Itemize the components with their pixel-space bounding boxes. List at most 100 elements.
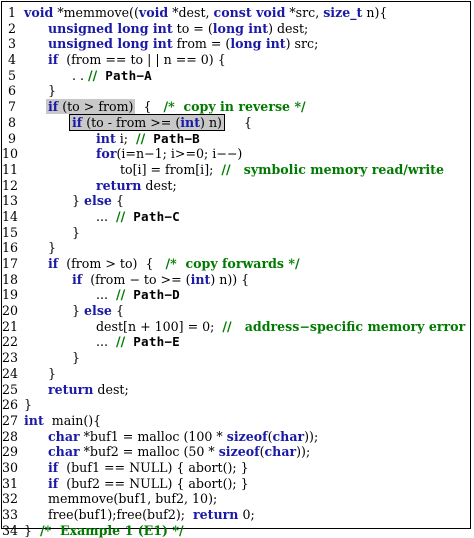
line-number: 18: [2, 271, 19, 287]
line-content: }: [72, 350, 80, 366]
code-text: . .: [72, 67, 89, 83]
keyword: for: [96, 146, 117, 162]
code-text: *memmove((: [53, 5, 139, 20]
code-text: dest;: [93, 381, 129, 397]
line-number: 34: [2, 522, 19, 538]
code-line: 19... // Path−D: [2, 287, 472, 303]
keyword: char: [48, 444, 80, 460]
line-number: 2: [7, 20, 16, 36]
keyword: if: [48, 459, 59, 475]
line-content: }: [48, 83, 56, 99]
line-number: 33: [2, 507, 19, 522]
line-content: if (buf1 == NULL) { abort(); }: [48, 460, 249, 476]
keyword: int: [190, 271, 211, 287]
code-text: (from − to >= (: [82, 271, 191, 287]
code-line: 23}: [2, 350, 472, 366]
code-text: from = (: [172, 36, 231, 52]
line-number: 23: [2, 350, 19, 366]
keyword: int: [96, 130, 116, 146]
line-content: }: [48, 240, 56, 256]
keyword: else: [84, 303, 112, 319]
code-text: }: [48, 83, 57, 99]
code-text: dest;: [141, 177, 177, 193]
keyword: return: [193, 507, 239, 522]
keyword: unsigned long int: [48, 20, 173, 36]
code-text: {: [135, 99, 164, 115]
code-text: main(){: [43, 412, 102, 428]
comment: /* copy forwards */: [165, 256, 300, 271]
code-text: to[i] = from[i];: [120, 161, 222, 177]
line-content: int i; // Path−B: [96, 131, 200, 147]
line-number: 13: [2, 193, 19, 209]
line-number: 1: [7, 5, 16, 20]
path-label: Path−B: [153, 130, 200, 146]
code-text: (to > from): [58, 99, 134, 115]
code-text: }: [48, 240, 57, 256]
code-line: 14... // Path−C: [2, 209, 472, 225]
code-text: to = (: [172, 20, 213, 36]
line-number: 25: [2, 381, 19, 397]
code-text: (buf2 == NULL) { abort(); }: [58, 475, 249, 491]
code-text: ...: [96, 208, 117, 224]
code-text: ...: [96, 287, 117, 303]
code-text: {: [223, 114, 253, 130]
code-line: 34} /* Example 1 (E1) */: [2, 523, 472, 538]
code-text: {: [111, 303, 124, 319]
line-number: 17: [2, 256, 19, 271]
code-text: (buf1 == NULL) { abort(); }: [58, 459, 249, 475]
line-content: dest[n + 100] = 0; // address−specific m…: [96, 319, 465, 335]
keyword: long int: [230, 36, 286, 52]
line-number: 15: [2, 224, 19, 240]
line-content: if (from − to >= (int) n)) {: [72, 272, 249, 288]
code-line: 15}: [2, 225, 472, 241]
code-text: }: [72, 303, 85, 319]
code-text: }: [24, 522, 41, 538]
keyword: if: [48, 99, 59, 115]
code-line: 20} else {: [2, 303, 472, 319]
code-line: 16}: [2, 240, 472, 256]
line-number: 16: [2, 240, 19, 256]
keyword: unsigned long int: [48, 36, 173, 52]
keyword: int: [24, 412, 44, 428]
line-content: return dest;: [48, 382, 129, 398]
code-text: }: [72, 224, 81, 240]
code-text: n){: [362, 5, 388, 20]
code-text: ) src;: [285, 36, 319, 52]
keyword: if: [72, 114, 83, 130]
code-line: 30 if (buf1 == NULL) { abort(); }: [2, 460, 472, 476]
comment: /* Example 1 (E1) */: [40, 522, 184, 538]
line-number: 30: [2, 459, 19, 475]
line-number: 31: [2, 475, 19, 491]
keyword: void: [24, 5, 54, 20]
code-text: (i=n−1; i>=0; i−−): [116, 146, 243, 162]
comment: //: [88, 67, 98, 83]
line-number: 5: [7, 67, 16, 83]
line-content: to[i] = from[i]; // symbolic memory read…: [120, 162, 444, 178]
keyword: return: [48, 381, 94, 397]
code-text: {: [111, 193, 124, 209]
line-content: if (to - from >= (int) n) {: [69, 113, 253, 131]
code-text: ));: [304, 428, 319, 444]
code-text: (to - from >= (: [82, 114, 181, 130]
code-text: ));: [296, 444, 311, 460]
keyword: char: [48, 428, 80, 444]
code-text: ) n)) {: [210, 271, 250, 287]
line-number: 29: [2, 444, 19, 460]
code-text: free(buf1);free(buf2);: [48, 507, 194, 522]
code-line: 22... // Path−E: [2, 334, 472, 350]
keyword: return: [96, 177, 142, 193]
comment: //: [116, 287, 126, 303]
line-number: 14: [2, 208, 19, 224]
line-number: 12: [2, 177, 19, 193]
line-number: 28: [2, 428, 19, 444]
comment: /* copy in reverse */: [163, 99, 306, 115]
code-text: *src,: [285, 5, 324, 20]
